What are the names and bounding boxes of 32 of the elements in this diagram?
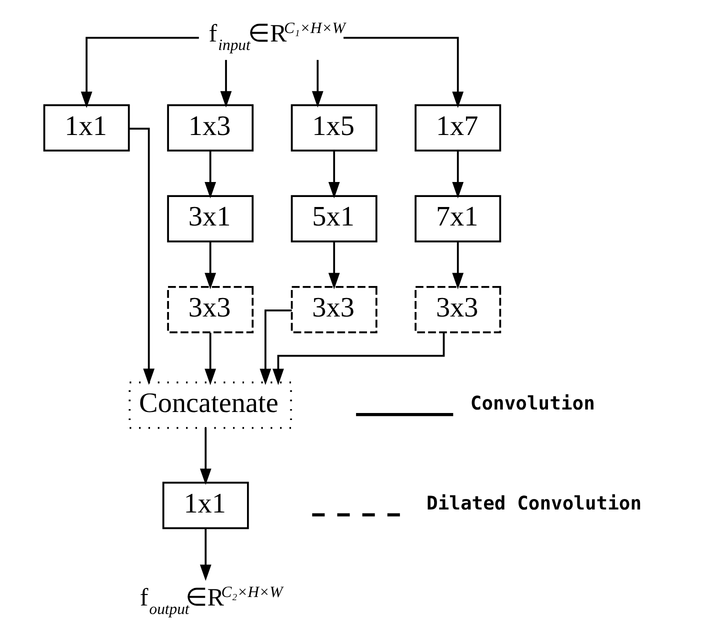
node-box: 1x7 xyxy=(414,104,502,152)
node-box: 1x1 xyxy=(43,104,130,152)
node-box: 3x3 xyxy=(167,286,254,334)
node-box: 3x3 xyxy=(290,286,378,334)
arrow xyxy=(204,150,216,198)
arrow xyxy=(272,332,445,386)
node-text: f$_{input}$∈R$^{C₁×H×W}$ xyxy=(208,20,346,54)
node-box: 3x1 xyxy=(167,195,254,242)
arrow xyxy=(204,242,216,290)
arrow xyxy=(452,150,464,198)
arrow xyxy=(328,150,340,198)
node-box: Concatenate xyxy=(128,382,292,429)
node-box: 5x1 xyxy=(290,195,378,242)
arrow xyxy=(260,309,292,386)
arrow xyxy=(452,242,464,290)
node-box: 3x3 xyxy=(414,286,502,334)
node-box: 1x3 xyxy=(167,104,254,152)
arrow xyxy=(200,528,212,581)
node-box: 7x1 xyxy=(414,195,502,242)
arrow xyxy=(312,60,324,108)
arrow xyxy=(129,128,155,385)
arrow xyxy=(220,60,232,108)
node-box: 1x1 xyxy=(162,482,249,530)
arrow xyxy=(204,332,216,386)
legend-label: Convolution xyxy=(470,393,595,414)
arrow xyxy=(80,36,199,108)
legend-label: Dilated Convolution xyxy=(426,494,642,515)
node-box: 1x5 xyxy=(290,104,378,152)
arrow xyxy=(344,36,464,108)
arrow xyxy=(328,242,340,290)
node-text: f$_{output}$∈R$^{C₂×H×W}$ xyxy=(140,584,283,618)
arrow xyxy=(200,428,212,485)
